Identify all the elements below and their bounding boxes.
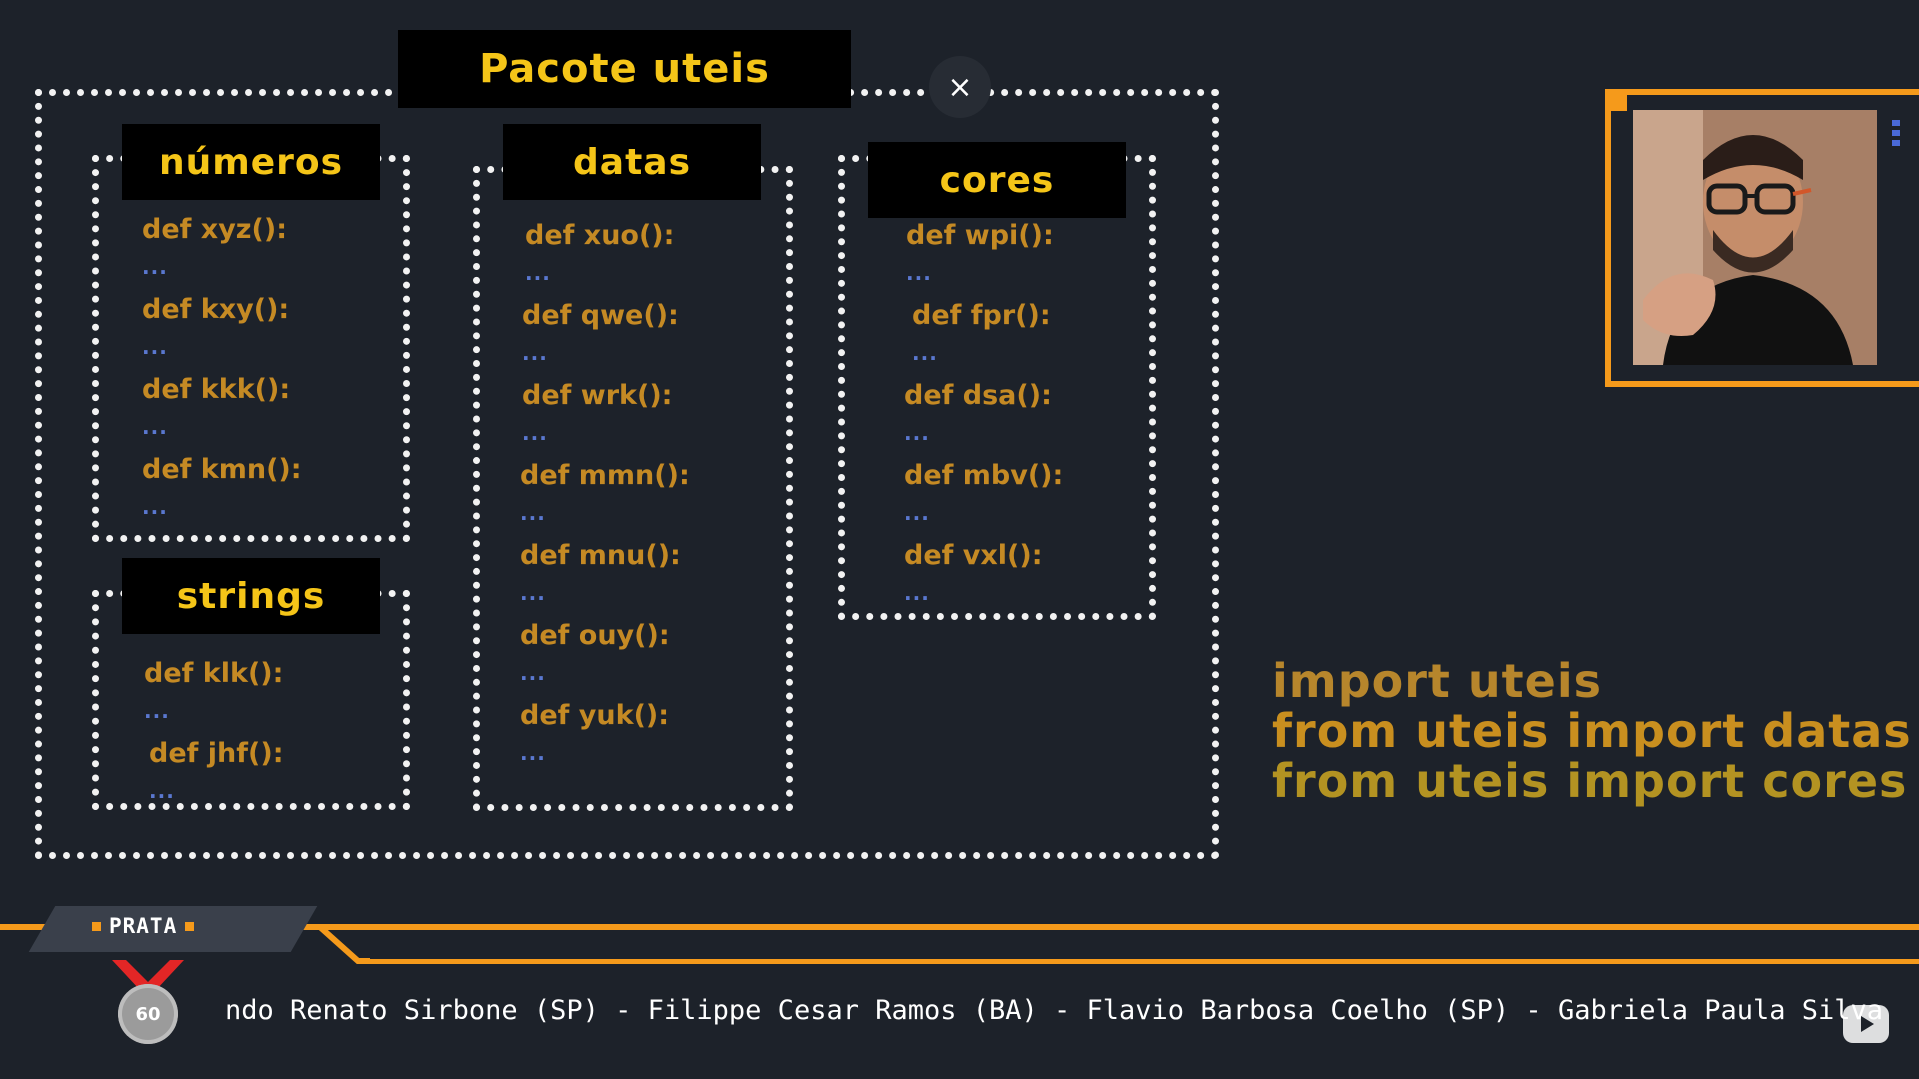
def-item: def dsa(): — [904, 380, 1052, 411]
code-line-import: import uteis — [1272, 654, 1603, 708]
ellipsis: ... — [142, 495, 168, 519]
play-icon — [1861, 1016, 1874, 1032]
def-item: def mnu(): — [520, 540, 681, 571]
module-datas-title: datas — [503, 124, 761, 200]
medal-icon: 60 — [118, 984, 178, 1044]
ellipsis: ... — [904, 501, 930, 525]
def-item: def kxy(): — [142, 294, 290, 325]
play-button[interactable] — [1843, 1005, 1889, 1043]
def-item: def mbv(): — [904, 460, 1064, 491]
module-strings-title: strings — [122, 558, 380, 634]
webcam-frame — [1605, 89, 1919, 387]
ellipsis: ... — [525, 261, 551, 285]
ellipsis: ... — [520, 501, 546, 525]
def-item: def kkk(): — [142, 374, 291, 405]
ellipsis: ... — [522, 421, 548, 445]
webcam-video — [1633, 110, 1877, 365]
bottom-accent-line-lower — [360, 959, 1919, 964]
ellipsis: ... — [904, 421, 930, 445]
tier-label-text: PRATA — [109, 914, 178, 938]
def-item: def wpi(): — [906, 220, 1054, 251]
package-title: Pacote uteis — [398, 30, 851, 108]
ellipsis: ... — [142, 335, 168, 359]
def-item: def fpr(): — [912, 300, 1051, 331]
bullet-icon — [92, 921, 101, 931]
def-item: def jhf(): — [149, 738, 284, 769]
ellipsis: ... — [520, 661, 546, 685]
module-numeros-title: números — [122, 124, 380, 200]
def-item: def vxl(): — [904, 540, 1043, 571]
code-line-from-datas: from uteis import datas — [1272, 704, 1912, 758]
def-item: def xuo(): — [525, 220, 675, 251]
ellipsis: ... — [522, 341, 548, 365]
presenter-figure — [1633, 110, 1877, 365]
ellipsis: ... — [144, 699, 170, 723]
def-item: def ouy(): — [520, 620, 670, 651]
ellipsis: ... — [520, 741, 546, 765]
def-item: def kmn(): — [142, 454, 302, 485]
supporters-ticker: ndo Renato Sirbone (SP) - Filippe Cesar … — [225, 995, 1884, 1026]
tier-label: PRATA — [92, 914, 195, 938]
def-item: def mmn(): — [520, 460, 690, 491]
close-button[interactable]: × — [929, 56, 991, 118]
medal-value: 60 — [135, 1003, 161, 1025]
webcam-frame-corner — [1605, 89, 1627, 111]
module-cores-title: cores — [868, 142, 1126, 218]
def-item: def qwe(): — [522, 300, 679, 331]
bottom-line-step — [300, 924, 370, 964]
ellipsis: ... — [904, 581, 930, 605]
bullet-icon — [185, 921, 195, 931]
ellipsis: ... — [142, 255, 168, 279]
close-icon: × — [947, 69, 973, 105]
ellipsis: ... — [906, 261, 932, 285]
def-item: def klk(): — [144, 658, 284, 689]
def-item: def wrk(): — [522, 380, 673, 411]
ellipsis: ... — [142, 415, 168, 439]
ellipsis: ... — [912, 341, 938, 365]
ellipsis: ... — [149, 779, 175, 803]
bottom-accent-line — [0, 924, 1919, 930]
def-item: def yuk(): — [520, 700, 670, 731]
webcam-side-marker — [1892, 120, 1900, 146]
ellipsis: ... — [520, 581, 546, 605]
medal-ribbon — [112, 960, 184, 990]
def-item: def xyz(): — [142, 214, 287, 245]
code-line-from-cores: from uteis import cores — [1272, 754, 1908, 808]
